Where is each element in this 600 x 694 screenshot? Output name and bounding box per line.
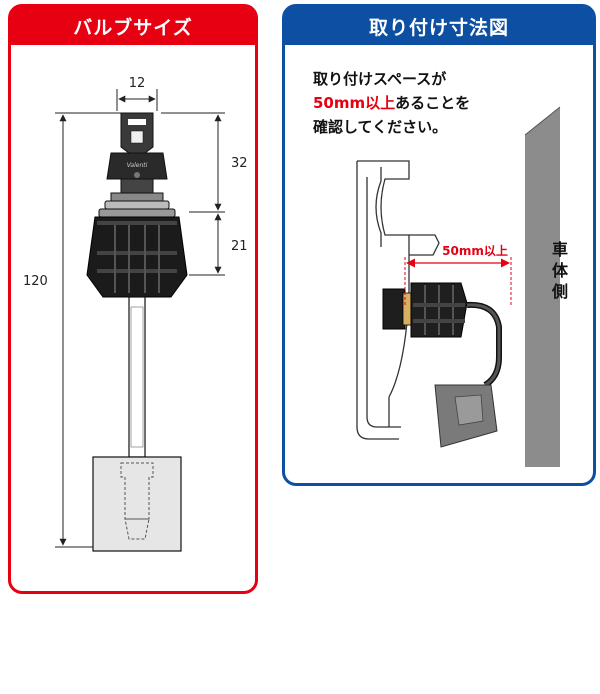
bulb-size-title: バルブサイズ	[11, 7, 255, 45]
width-dimension: 12	[116, 76, 158, 111]
install-note-line2: 50mm以上あることを	[313, 91, 470, 115]
install-note-line2-rest: あることを	[395, 94, 471, 112]
install-note-line3: 確認してください。	[313, 118, 448, 136]
bulb-size-diagram: 12 32 21 120 Valen	[23, 76, 248, 552]
vehicle-body-wall	[524, 106, 561, 467]
upper-height-label: 32	[231, 156, 248, 171]
svg-text:Valenti: Valenti	[127, 162, 148, 169]
vehicle-side-label: 車体側	[551, 240, 568, 301]
install-dimension-panel: 取り付け寸法図 取り付けスペースが 50mm以上あることを 確認してください。	[282, 4, 596, 486]
install-dimension-title: 取り付け寸法図	[285, 7, 593, 45]
install-note-accent: 50mm以上	[313, 94, 396, 112]
lower-height-dimension: 21	[214, 213, 248, 274]
space-dimension: 50mm以上	[404, 243, 512, 307]
total-length-dimension: 120	[23, 114, 67, 546]
bulb-size-panel: バルブサイズ 12 32 21	[8, 4, 258, 594]
cable-connector	[434, 384, 498, 448]
install-note-line1: 取り付けスペースが	[313, 70, 447, 88]
lower-height-label: 21	[231, 239, 248, 254]
install-diagram: 50mm以上	[356, 106, 561, 467]
installed-bulb	[382, 282, 468, 338]
led-bulb-illustration: Valenti	[86, 112, 188, 552]
install-note: 取り付けスペースが 50mm以上あることを 確認してください。	[313, 67, 470, 139]
width-dimension-label: 12	[129, 76, 146, 91]
total-length-label: 120	[23, 274, 48, 289]
space-dimension-label: 50mm以上	[442, 243, 508, 258]
upper-height-dimension: 32	[214, 114, 248, 211]
